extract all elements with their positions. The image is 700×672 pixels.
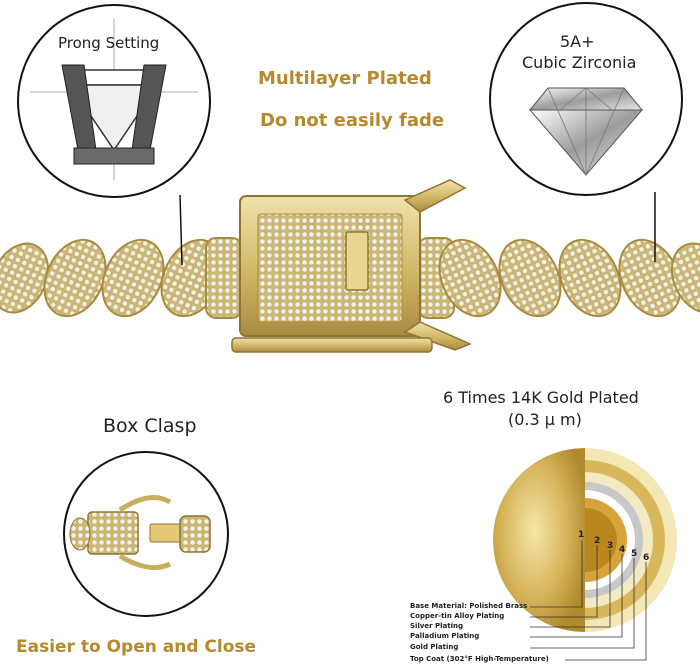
chain-right xyxy=(417,237,700,319)
layer-label-5: Gold Plating xyxy=(410,643,459,651)
layer-label-2: Copper-tin Alloy Plating xyxy=(410,612,505,620)
prong-setting-label: Prong Setting xyxy=(58,34,160,52)
layer-number-5: 5 xyxy=(631,549,638,559)
prong-setting-callout xyxy=(17,4,211,266)
bottom-caption: Easier to Open and Close xyxy=(16,637,257,657)
layer-label-1: Base Material: Polished Brass xyxy=(410,602,528,610)
chain-left xyxy=(0,237,243,319)
layer-label-3: Silver Plating xyxy=(410,622,464,630)
box-clasp-image xyxy=(231,179,472,353)
headline-line-2: Do not easily fade xyxy=(260,110,445,131)
layer-number-4: 4 xyxy=(619,545,626,555)
layer-number-6: 6 xyxy=(643,553,650,563)
cubic-zirconia-callout xyxy=(489,2,683,262)
plating-layers-diagram xyxy=(493,448,677,661)
layer-label-4: Palladium Plating xyxy=(410,632,480,640)
layer-number-1: 1 xyxy=(578,530,585,540)
layer-label-6: Top Coat (302°F High-Temperature) xyxy=(410,655,549,663)
gold-plating-thickness: (0.3 μ m) xyxy=(508,410,582,429)
layer-number-3: 3 xyxy=(607,541,614,551)
open-clasp-callout xyxy=(63,451,229,617)
layer-number-2: 2 xyxy=(594,536,601,546)
headline-line-1: Multilayer Plated xyxy=(258,68,432,89)
cz-grade-label: 5A+ xyxy=(560,32,595,51)
box-clasp-label: Box Clasp xyxy=(103,415,197,437)
cz-label: Cubic Zirconia xyxy=(522,53,637,72)
gold-plating-title: 6 Times 14K Gold Plated xyxy=(443,388,639,407)
